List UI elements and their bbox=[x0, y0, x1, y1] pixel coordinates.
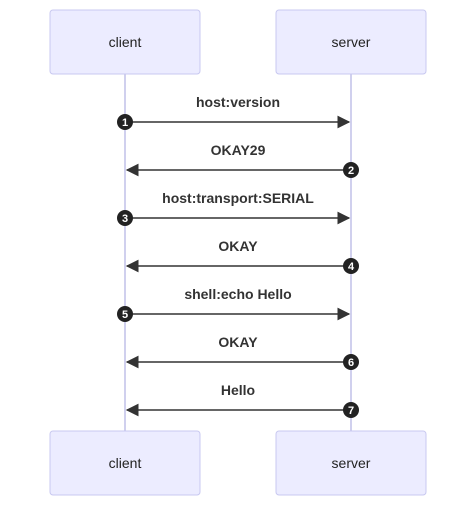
message-label: host:version bbox=[196, 94, 280, 110]
message-label: shell:echo Hello bbox=[184, 286, 291, 302]
message-4: OKAY 4 bbox=[125, 238, 359, 274]
message-6: OKAY 6 bbox=[125, 334, 359, 370]
sequence-badge bbox=[117, 306, 133, 322]
actor-box bbox=[49, 430, 201, 496]
message-2: OKAY29 2 bbox=[125, 142, 359, 178]
actor-box bbox=[49, 9, 201, 75]
actor-label: server bbox=[332, 455, 371, 471]
sequence-number: 1 bbox=[122, 117, 128, 129]
sequence-badge bbox=[117, 210, 133, 226]
message-1: host:version 1 bbox=[117, 94, 351, 130]
actor-box bbox=[275, 9, 427, 75]
actor-server-top: server bbox=[275, 9, 427, 75]
message-5: shell:echo Hello 5 bbox=[117, 286, 351, 322]
sequence-number: 3 bbox=[122, 213, 128, 225]
message-label: OKAY29 bbox=[211, 142, 266, 158]
sequence-badge bbox=[343, 354, 359, 370]
actor-client-top: client bbox=[49, 9, 201, 75]
sequence-badge bbox=[343, 258, 359, 274]
actor-label: client bbox=[109, 34, 142, 50]
message-label: OKAY bbox=[218, 238, 258, 254]
sequence-number: 2 bbox=[348, 165, 354, 177]
sequence-number: 5 bbox=[122, 309, 128, 321]
message-label: OKAY bbox=[218, 334, 258, 350]
message-7: Hello 7 bbox=[125, 382, 359, 418]
message-label: Hello bbox=[221, 382, 255, 398]
actor-box bbox=[275, 430, 427, 496]
message-label: host:transport:SERIAL bbox=[162, 190, 314, 206]
actor-label: server bbox=[332, 34, 371, 50]
sequence-badge bbox=[117, 114, 133, 130]
actor-server-bottom: server bbox=[275, 430, 427, 496]
sequence-badge bbox=[343, 162, 359, 178]
actor-label: client bbox=[109, 455, 142, 471]
message-3: host:transport:SERIAL 3 bbox=[117, 190, 351, 226]
sequence-number: 7 bbox=[348, 405, 354, 417]
sequence-number: 6 bbox=[348, 357, 354, 369]
sequence-badge bbox=[343, 402, 359, 418]
sequence-number: 4 bbox=[348, 261, 355, 273]
actor-client-bottom: client bbox=[49, 430, 201, 496]
